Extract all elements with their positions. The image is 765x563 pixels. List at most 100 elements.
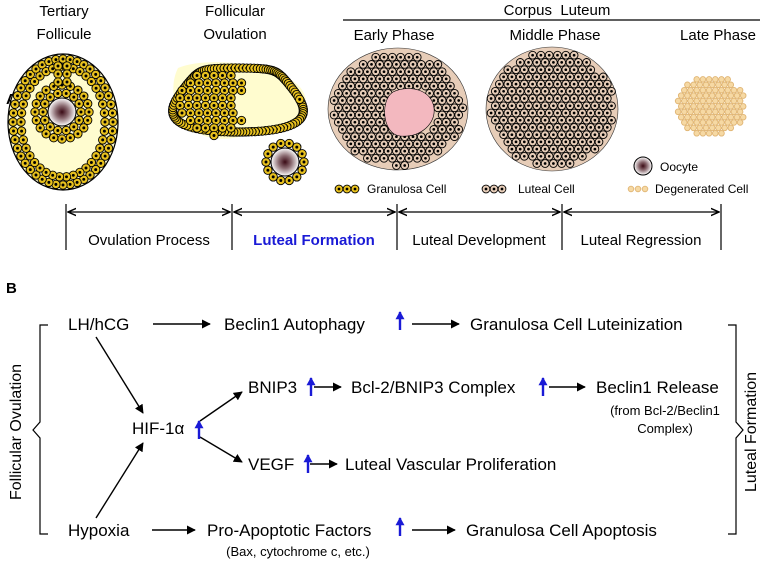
luteal-cell-nucleus [390, 142, 394, 146]
degenerated-cell [705, 86, 713, 94]
degenerated-cell [715, 113, 722, 121]
degenerated-cell [721, 81, 728, 89]
granulosa-cell-nucleus [65, 72, 69, 76]
granulosa-cell-nucleus [44, 70, 48, 74]
luteal-cell-nucleus [444, 135, 448, 139]
luteal-cell-nucleus [370, 91, 373, 95]
luteal-cell-nucleus [506, 126, 510, 129]
luteal-cell-nucleus [357, 113, 361, 117]
luteal-cell-nucleus [560, 162, 564, 165]
granulosa-cell-nucleus [212, 104, 216, 107]
degenerated-cell [699, 97, 707, 105]
granulosa-cell-nucleus [79, 110, 83, 114]
granulosa-cell-nucleus [214, 89, 218, 92]
granulosa-cell-nucleus [99, 79, 103, 83]
legend-luteal-swatch-nucleus [484, 187, 488, 191]
luteal-cell-nucleus [370, 135, 373, 139]
degenerated-cell [724, 119, 731, 126]
granulosa-cell-nucleus [212, 126, 216, 130]
luteal-cell-nucleus [374, 70, 378, 74]
luteal-cell-nucleus [572, 97, 576, 100]
granulosa-cell-nucleus [21, 138, 25, 142]
luteal-cell-nucleus [605, 97, 609, 100]
granulosa-cell-nucleus [38, 126, 42, 130]
luteal-cell-nucleus [436, 63, 440, 66]
luteal-cell-nucleus [539, 97, 543, 100]
luteal-cell-nucleus [564, 97, 568, 100]
luteal-cell-nucleus [581, 68, 584, 72]
granulosa-cell-nucleus [19, 154, 23, 158]
luteal-cell-nucleus [531, 82, 534, 86]
granulosa-cell-nucleus [180, 111, 184, 115]
arrow-lh-to-hif [95, 336, 144, 414]
degenerated-cell [718, 108, 725, 116]
luteal-cell-nucleus [593, 133, 597, 137]
granulosa-cell-nucleus [300, 152, 304, 156]
luteal-cell-nucleus [449, 128, 452, 131]
luteal-cell-nucleus [436, 120, 440, 124]
luteal-cell-nucleus [568, 162, 572, 165]
luteal-cell-nucleus [527, 104, 530, 108]
node-granulosa-luteinization: Granulosa Cell Luteinization [470, 315, 683, 334]
granulosa-cell-nucleus [56, 80, 60, 84]
luteal-cell-nucleus [531, 68, 534, 72]
degenerated-cell [708, 103, 716, 110]
granulosa-cell-nucleus [28, 168, 32, 172]
luteal-cell-nucleus [403, 149, 407, 153]
degenerated-cell [705, 97, 713, 105]
luteal-cell-nucleus [357, 70, 361, 74]
granulosa-cell-nucleus [111, 120, 115, 124]
luteal-cell-nucleus [370, 120, 373, 124]
granulosa-cell-nucleus [180, 89, 184, 92]
luteal-cell-nucleus [436, 77, 440, 81]
luteal-cell-nucleus [514, 68, 518, 72]
granulosa-cell-nucleus [88, 173, 92, 177]
granulosa-cell-nucleus [111, 111, 114, 115]
luteal-cell-nucleus [581, 140, 584, 144]
luteal-cell-nucleus [382, 142, 386, 146]
legend-granulosa-swatch-nucleus [353, 187, 357, 191]
luteal-cell-nucleus [547, 154, 551, 158]
luteal-cell-nucleus [382, 156, 386, 160]
luteal-cell-nucleus [518, 89, 522, 93]
luteal-cell-nucleus [539, 126, 543, 129]
granulosa-cell-nucleus [68, 182, 72, 186]
granulosa-cell-nucleus [54, 182, 58, 186]
granulosa-cell-nucleus [98, 146, 102, 150]
luteal-cell-nucleus [419, 63, 423, 66]
granulosa-cell-nucleus [240, 81, 243, 85]
luteal-cell-nucleus [353, 135, 357, 139]
granulosa-cell-nucleus [223, 111, 226, 115]
luteal-cell-nucleus [556, 82, 559, 86]
luteal-cell-nucleus [349, 142, 353, 146]
luteal-cell-nucleus [399, 70, 402, 74]
luteal-cell-nucleus [502, 118, 505, 122]
luteal-cell-nucleus [597, 126, 601, 129]
luteal-cell-nucleus [572, 140, 576, 144]
luteal-cell-nucleus [543, 133, 547, 137]
granulosa-cell-nucleus [195, 104, 199, 107]
luteal-cell-nucleus [560, 61, 564, 64]
luteal-cell-nucleus [518, 118, 522, 122]
degenerated-cell [721, 113, 728, 121]
luteal-cell-nucleus [535, 147, 539, 151]
luteal-cell-nucleus [353, 91, 357, 95]
granulosa-cell-nucleus [21, 102, 25, 106]
granulosa-cell-nucleus [61, 57, 65, 61]
luteal-cell-nucleus [568, 61, 572, 64]
granulosa-cell-nucleus [101, 102, 105, 106]
degenerated-cell [712, 119, 719, 126]
degenerated-cell [736, 86, 744, 94]
luteal-cell-nucleus [572, 111, 576, 115]
luteal-cell-nucleus [522, 97, 526, 100]
granulosa-cell-nucleus [23, 161, 27, 165]
granulosa-cell-nucleus [58, 175, 61, 179]
luteal-cell-nucleus [597, 82, 601, 86]
luteal-cell-nucleus [581, 82, 584, 86]
luteal-cell-nucleus [601, 104, 605, 108]
node-beclin1-autophagy: Beclin1 Autophagy [224, 315, 365, 334]
luteal-cell-nucleus [374, 99, 378, 102]
luteal-cell-nucleus [399, 55, 402, 59]
luteal-cell-nucleus [449, 99, 452, 102]
granulosa-cell-nucleus [197, 89, 201, 92]
